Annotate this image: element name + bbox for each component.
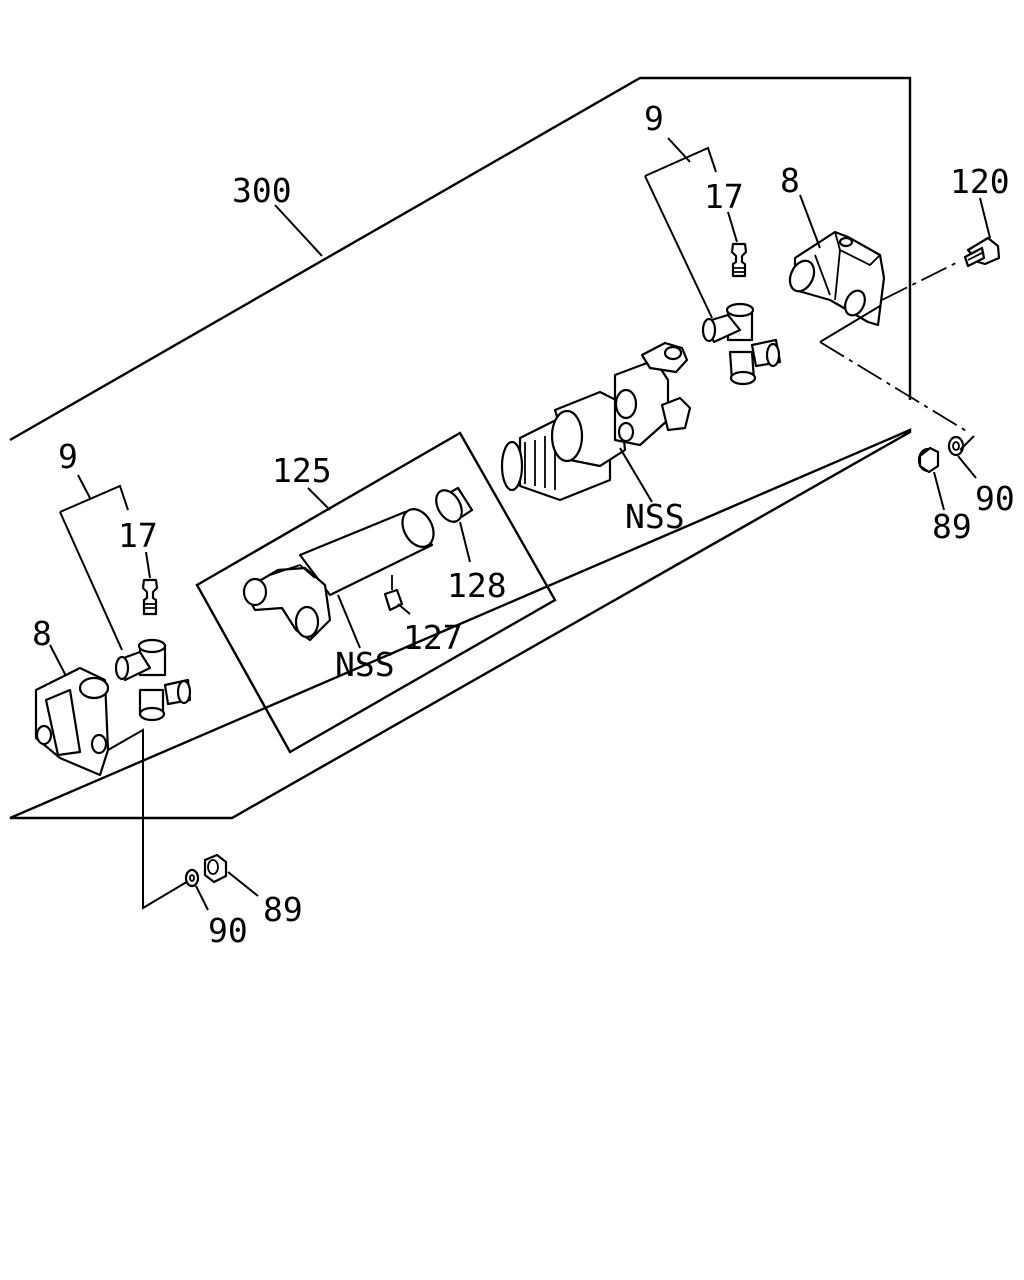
dust-cap-128 [435, 486, 474, 524]
callout-90-bottom: 90 [208, 911, 248, 950]
grease-fitting-17-right [730, 242, 748, 278]
leader-lines [49, 137, 991, 911]
washer-90-right [947, 435, 965, 457]
bolt-120 [963, 236, 1001, 268]
callout-89-right: 89 [932, 507, 972, 546]
callout-nss-center: NSS [335, 645, 395, 684]
leader-left-bracket [107, 728, 191, 910]
callout-127: 127 [403, 618, 463, 657]
flange-yoke-right [788, 230, 886, 327]
callout-125: 125 [272, 451, 332, 490]
washer-90-bottom [184, 868, 200, 888]
callout-9-left: 9 [58, 437, 78, 476]
callout-89-bottom: 89 [263, 890, 303, 929]
callout-90-right: 90 [975, 479, 1015, 518]
grease-fitting-17-left [141, 578, 159, 616]
callout-17-left: 17 [118, 516, 158, 555]
callout-128: 128 [447, 566, 507, 605]
centerline-right-upper [881, 261, 959, 301]
assembly-125-box [195, 431, 557, 754]
slip-yoke-right [500, 341, 692, 502]
centerline-right-lower [819, 341, 969, 433]
nut-89-bottom [203, 853, 228, 884]
callout-17-top: 17 [704, 177, 744, 216]
leader-right-bracket [819, 305, 881, 343]
callout-8-top: 8 [780, 161, 800, 200]
tube-yoke-shaft-center [242, 508, 435, 642]
callout-300: 300 [232, 171, 292, 210]
nut-89-right [917, 446, 940, 474]
callout-120: 120 [950, 162, 1010, 201]
flange-yoke-left [34, 666, 110, 777]
spider-9-right [701, 302, 782, 386]
spider-9-left [114, 638, 192, 722]
callout-9-top: 9 [644, 99, 664, 138]
callout-nss-right: NSS [625, 497, 685, 536]
assembly-300-outline [9, 76, 912, 820]
callout-8-left: 8 [32, 614, 52, 653]
